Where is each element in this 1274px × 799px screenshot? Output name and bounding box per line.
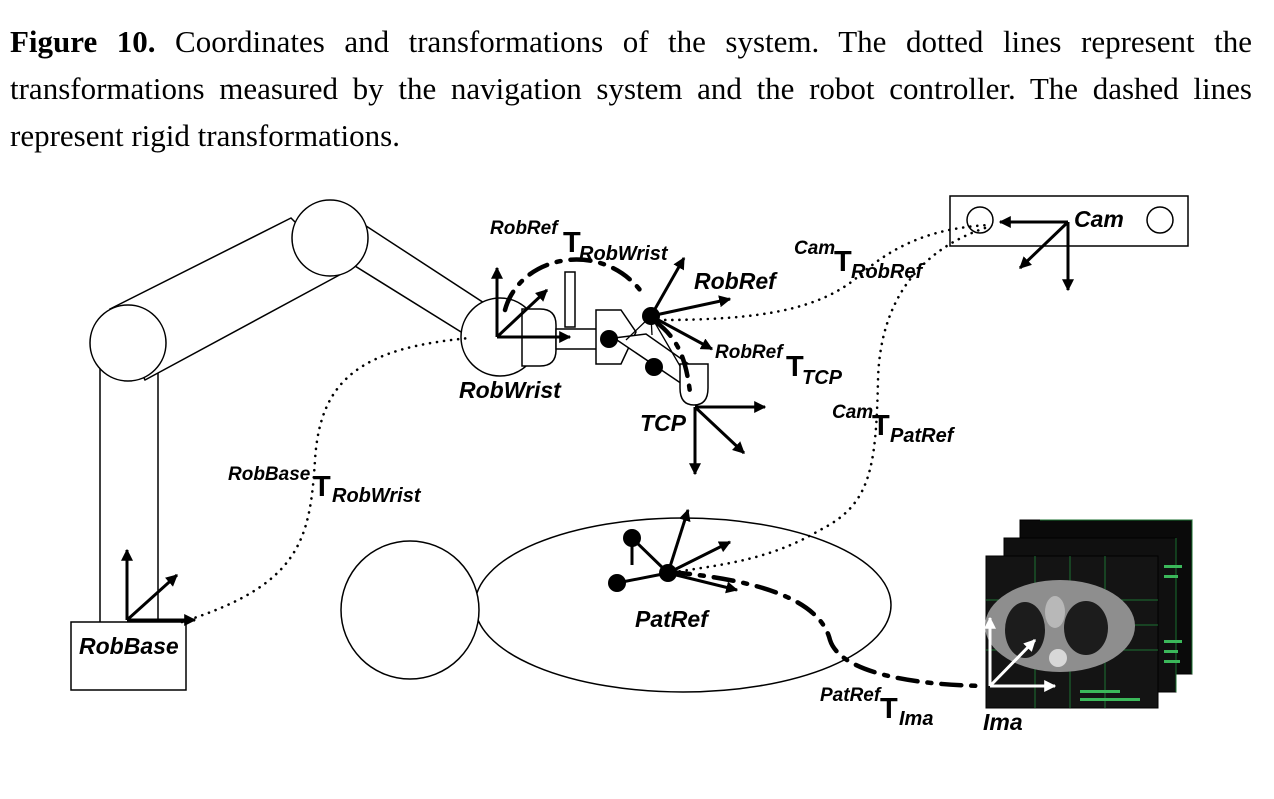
- figure-caption: Figure 10. Coordinates and transformatio…: [10, 18, 1252, 159]
- patient-head: [340, 540, 480, 680]
- tf-robref-tcp: RobRef T TCP: [715, 342, 843, 389]
- frame-robbase-axes: [121, 548, 197, 626]
- tool-shaft: [555, 328, 599, 350]
- label-tcp: TCP: [640, 410, 687, 436]
- frame-robref-axes: [649, 256, 732, 351]
- ct-spine: [1049, 649, 1067, 667]
- robot-arm: [70, 199, 540, 691]
- patient: [340, 517, 892, 693]
- ct-lung-right: [1064, 601, 1108, 655]
- camera-lens-left: [966, 206, 994, 234]
- dashed-robref-robwrist: [502, 257, 643, 313]
- robot-elbow-joint: [291, 199, 369, 277]
- tf-sub: Ima: [899, 708, 933, 730]
- label-patref: PatRef: [635, 606, 710, 632]
- tf-T: T: [880, 693, 898, 725]
- frame-tcp-axes: [689, 401, 767, 476]
- robot-base-box: [70, 621, 187, 691]
- robref-marker-2: [600, 330, 618, 348]
- patient-body: [474, 517, 892, 693]
- tf-sup: Cam: [832, 402, 873, 423]
- frame-ima-axes: [984, 616, 1057, 692]
- tf-T: T: [786, 351, 804, 383]
- robot-shoulder-joint: [89, 304, 167, 382]
- tf-robbase-robwrist: RobBase T RobWrist: [228, 464, 422, 507]
- tf-sup: RobBase: [228, 464, 311, 485]
- tf-robref-robwrist: RobRef T RobWrist: [490, 218, 669, 265]
- tool-assembly: [521, 271, 709, 406]
- tf-patref-ima: PatRef T Ima: [820, 685, 933, 730]
- patref-marker-1: [623, 529, 641, 547]
- tf-cam-patref: Cam T PatRef: [832, 402, 956, 447]
- tf-sub: RobWrist: [332, 485, 422, 507]
- camera-lens-right: [1146, 206, 1174, 234]
- tf-sup: RobRef: [490, 218, 559, 239]
- dashed-robref-tcp: [653, 319, 693, 395]
- label-robbase: RobBase: [79, 633, 179, 659]
- tf-sub: RobWrist: [579, 243, 669, 265]
- tf-sub: RobRef: [851, 261, 924, 283]
- label-robref: RobRef: [694, 268, 778, 294]
- label-ima: Ima: [983, 709, 1023, 735]
- figure-label: Figure 10.: [10, 24, 156, 59]
- robot-column: [99, 344, 159, 624]
- tf-T: T: [563, 227, 581, 259]
- tf-T: T: [872, 410, 890, 442]
- dotted-cam-robref: [656, 223, 990, 322]
- tf-sup: PatRef: [820, 685, 882, 706]
- tf-sub: PatRef: [890, 425, 956, 447]
- robref-marker-3: [645, 358, 663, 376]
- patref-marker-2: [608, 574, 626, 592]
- tf-cam-robref: Cam T RobRef: [794, 238, 924, 283]
- frame-patref-axes: [666, 508, 739, 594]
- ct-side-text: [1080, 565, 1182, 701]
- frame-cam-axes: [998, 216, 1074, 292]
- label-cam: Cam: [1074, 206, 1124, 232]
- tf-sup: RobRef: [715, 342, 784, 363]
- caption-text: Coordinates and transformations of the s…: [10, 24, 1252, 153]
- ref-holder: [564, 271, 576, 328]
- tf-sub: TCP: [802, 367, 843, 389]
- tf-T: T: [313, 471, 331, 503]
- tf-T: T: [834, 246, 852, 278]
- ct-mediastinum: [1045, 596, 1065, 628]
- label-robwrist: RobWrist: [459, 377, 562, 403]
- dashed-patref-ima: [667, 569, 988, 689]
- frame-robwrist-axes: [491, 266, 572, 343]
- tf-sup: Cam: [794, 238, 835, 259]
- image-stack: [985, 519, 1193, 709]
